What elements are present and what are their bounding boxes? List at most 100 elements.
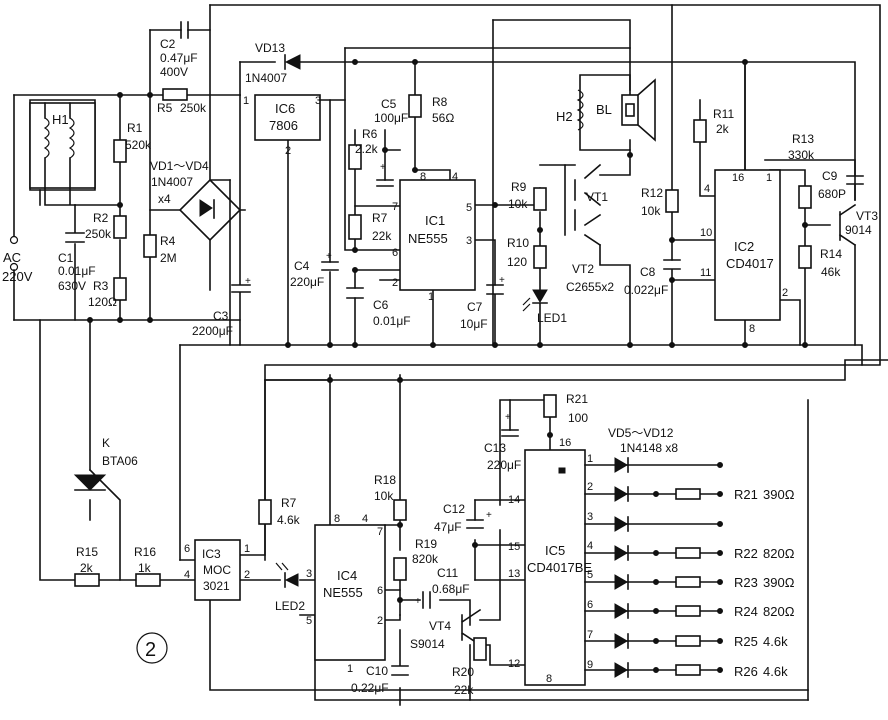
transistor-vt4: VT4 S9014 (410, 608, 482, 651)
ic2-pin-10: 10 (700, 227, 712, 239)
c13-name: C13 (484, 441, 506, 455)
svg-text:+: + (245, 276, 251, 287)
out-r23-value: 390Ω (763, 575, 795, 590)
k-part: BTA06 (102, 454, 138, 468)
ac-input: AC 220V (2, 235, 33, 284)
out-r24-value: 820Ω (763, 604, 795, 619)
r16-value: 1k (138, 561, 152, 575)
r11-name: R11 (713, 107, 734, 121)
c7-name: C7 (467, 300, 483, 314)
diode-row-1 (614, 457, 629, 473)
capacitor-c7: + C7 10μF (460, 275, 505, 331)
c10-name: C10 (366, 664, 388, 678)
r12-name: R12 (641, 186, 663, 200)
r7a-name: R7 (372, 211, 388, 225)
c3-name: C3 (213, 309, 229, 323)
ic5-pin-9: 9 (587, 659, 593, 671)
r21-value: 100 (568, 411, 588, 425)
ic5-part: CD4017BE (527, 560, 592, 575)
capacitor-c8: C8 0.022μF (624, 259, 681, 297)
bridge-rectifier: VD1～VD4 1N4007 x4 (149, 159, 246, 291)
vd13-part: 1N4007 (245, 71, 287, 85)
c5-value: 100μF (374, 111, 408, 125)
r10-value: 120 (507, 255, 527, 269)
ic1-part: NE555 (408, 231, 448, 246)
resistor-r12: R12 10k (641, 186, 679, 218)
bridge-part: 1N4007 (151, 175, 193, 189)
ic5-pin-15: 15 (508, 541, 520, 553)
ic4-ne555: IC4 NE555 8 4 7 3 6 2 5 1 (306, 513, 386, 675)
capacitor-c4: + C4 220μF (290, 251, 339, 289)
resistor-r15: R15 2k (74, 545, 100, 587)
ic1-pin-8: 8 (420, 171, 426, 183)
ic1-pin-7: 7 (392, 201, 398, 213)
junction-dots (87, 59, 808, 603)
ic3-name: IC3 (202, 547, 221, 561)
c12-value: 47μF (434, 520, 462, 534)
ic4-pin-1: 1 (347, 663, 353, 675)
ic1-pin-3: 3 (466, 235, 472, 247)
ic5-cd4017be: IC5 CD4017BE 16 14 15 13 12 8 1 2 3 4 5 … (508, 437, 593, 686)
capacitor-c10: C10 0.22μF (351, 664, 409, 695)
c13-value: 220μF (487, 458, 521, 472)
c11-value: 0.68μF (432, 582, 470, 596)
resistor-r13: R13 330k (788, 132, 815, 209)
capacitor-c9: C9 680P (818, 169, 864, 201)
diode-row-7 (614, 633, 629, 649)
c1-value: 0.01μF (58, 264, 96, 278)
c6-name: C6 (373, 298, 389, 312)
r13-name: R13 (792, 132, 814, 146)
r9-name: R9 (511, 180, 527, 194)
ic1-pin-4: 4 (452, 171, 458, 183)
capacitor-c13: + C13 220μF (484, 412, 521, 472)
svg-text:+: + (499, 275, 505, 286)
ic5-pin-1: 1 (587, 453, 593, 465)
r10-name: R10 (507, 236, 529, 250)
figure-number-label: 2 (145, 639, 156, 661)
c3-value: 2200μF (192, 324, 233, 338)
ic3-pin-1: 1 (244, 543, 250, 555)
r19-name: R19 (415, 537, 437, 551)
diode-row-6 (614, 603, 629, 619)
ic1-network (354, 61, 541, 346)
r21-name: R21 (566, 392, 588, 406)
out-r24-name: R24 (734, 604, 758, 619)
r13-value: 330k (788, 148, 815, 162)
c7-value: 10μF (460, 317, 488, 331)
r15-value: 2k (80, 561, 94, 575)
ic5-pin-3: 3 (587, 511, 593, 523)
ic2-pin-4: 4 (704, 183, 710, 195)
r5-value: 250k (180, 101, 207, 115)
resistor-r7-upper: R7 22k (348, 211, 392, 243)
c2-value: 0.47μF (160, 51, 198, 65)
diode-row-4 (614, 545, 629, 561)
resistor-r4: R4 2M (143, 234, 177, 265)
resistor-r21-top: R21 100 (543, 392, 588, 425)
resistor-r10: R10 120 (507, 236, 547, 269)
ic2-part: CD4017 (726, 256, 774, 271)
ic4-pin-4: 4 (362, 513, 368, 525)
out-r26-value: 4.6k (763, 664, 788, 679)
diode-vd13: VD13 1N4007 (245, 41, 301, 85)
ic3-part2: 3021 (203, 579, 230, 593)
r4-value: 2M (160, 251, 177, 265)
r8-value: 56Ω (432, 111, 454, 125)
resistor-r5: R5 250k (157, 88, 207, 115)
r19-value: 820k (412, 552, 439, 566)
ic1-ne555: IC1 NE555 8 4 7 6 2 5 3 1 (392, 171, 476, 303)
transistor-vt3: VT3 9014 (839, 209, 878, 241)
out-r26-name: R26 (734, 664, 758, 679)
r4-name: R4 (160, 234, 176, 248)
ic6-part: 7806 (269, 118, 298, 133)
r6-value: 2.2k (355, 142, 379, 156)
vt2-name: VT2 (572, 262, 594, 276)
c6-value: 0.01μF (373, 314, 411, 328)
c1-name: C1 (58, 251, 74, 265)
c10-value: 0.22μF (351, 681, 389, 695)
led1: LED1 (522, 289, 567, 346)
diode-ladder: VD5～VD12 1N4148 x8 (584, 426, 723, 678)
c2-voltage: 400V (160, 65, 188, 79)
ic3-pin-4: 4 (184, 569, 190, 581)
r11-value: 2k (716, 122, 730, 136)
